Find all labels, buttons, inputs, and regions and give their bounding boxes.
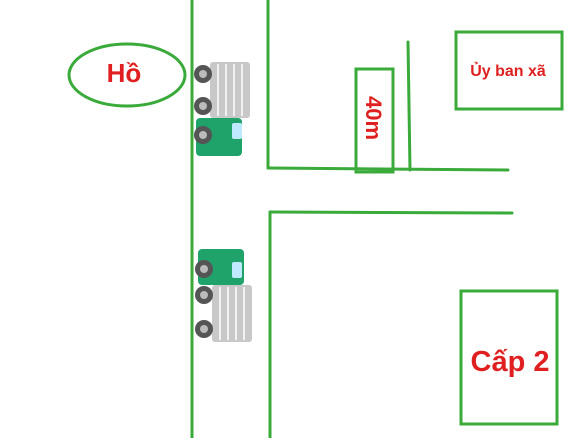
school-label: Cấp 2 — [471, 346, 550, 378]
school-box — [459, 289, 559, 426]
truck-icon — [194, 62, 250, 156]
distance-marker-box — [354, 67, 395, 174]
lake-label: Hồ — [107, 58, 142, 88]
distance-label: 40m — [361, 96, 386, 140]
lower-road-top-edge — [268, 210, 514, 215]
committee-box — [454, 30, 564, 111]
roads — [190, 0, 514, 438]
lake-outline — [67, 42, 187, 108]
upper-road-bottom-edge — [266, 166, 510, 172]
truck-icon — [195, 249, 252, 342]
committee-label: Ủy ban xã — [470, 61, 546, 80]
side-road-line — [406, 40, 412, 172]
